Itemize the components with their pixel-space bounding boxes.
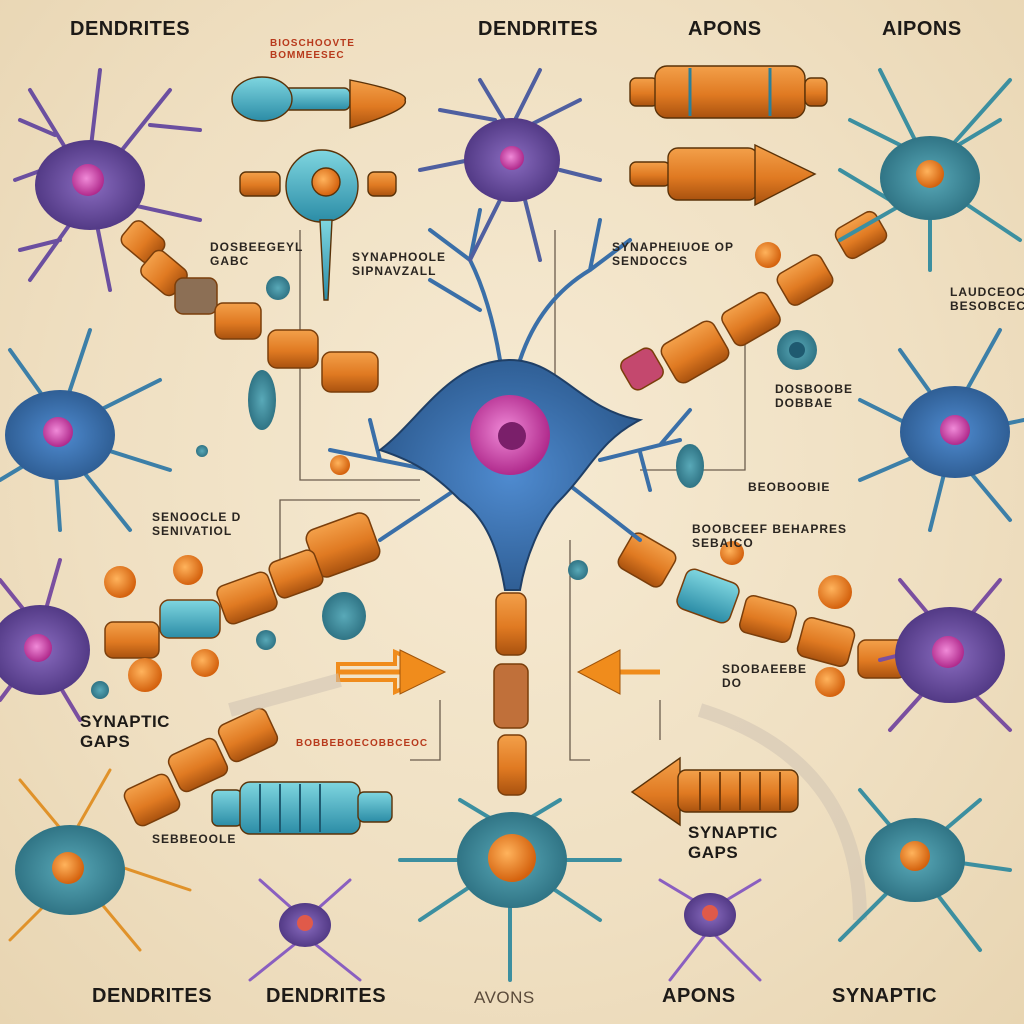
annotation-top-red: BIOSCHOOVTE BOMMEESEC xyxy=(270,38,355,61)
annotation-right-edge: LAUDCEOCC BESOBCEC xyxy=(950,285,1024,313)
label-dendrites-top-left: DENDRITES xyxy=(70,18,191,40)
annotation-left-1: DOSBEEGEYL GABC xyxy=(210,240,304,268)
annotation-right-3: BOOBCEEF BEHAPRES SEBAICO xyxy=(692,522,848,550)
label-synaptic-gaps-right: SYNAPTIC GAPS xyxy=(688,823,778,862)
label-synaptic-bottom: SYNAPTIC xyxy=(832,985,938,1007)
label-dendrites-bottom-2: DENDRITES xyxy=(266,985,387,1007)
annotation-right-1: SYNAPHEIUOE OP SENDOCCS xyxy=(612,240,734,268)
annotation-left-2: SENOOCLE D SENIVATIOL xyxy=(152,510,242,538)
label-avons-bottom: AVONS xyxy=(474,988,535,1007)
label-dendrites-top-center: DENDRITES xyxy=(478,18,599,40)
annotation-center-1: SYNAPHOOLE SIPNAVZALL xyxy=(352,250,447,278)
label-synaptic-gaps-left: SYNAPTIC GAPS xyxy=(80,712,170,751)
annotation-bottom-red: BOBBEBOECOBBCEOC xyxy=(296,738,429,749)
annotation-right-2: BEOBOOBIE xyxy=(748,480,831,494)
label-dendrites-bottom-1: DENDRITES xyxy=(92,985,213,1007)
annotation-center-right-1: DOSBOOBE DOBBAE xyxy=(775,382,854,410)
label-apons-top: APONS xyxy=(688,18,762,40)
annotation-right-4: SDOBAEEBE DO xyxy=(722,662,808,690)
label-apons-bottom: APONS xyxy=(662,985,736,1007)
label-aipons-top: AIPONS xyxy=(882,18,962,40)
annotation-bottom-left: SEBBEOOLE xyxy=(152,832,237,846)
